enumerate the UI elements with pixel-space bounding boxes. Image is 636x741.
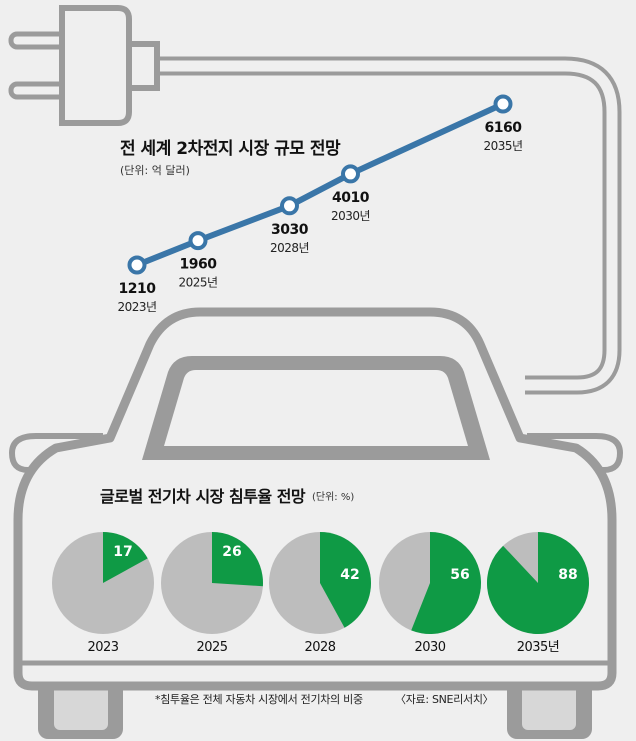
pie-value-label: 26 <box>222 544 241 560</box>
pie-year-label: 2023 <box>87 640 118 655</box>
source-label: 〈자료: SNE리서치〉 <box>395 693 494 706</box>
pie-year-label: 2030 <box>414 640 445 655</box>
line-year-label: 2023년 <box>117 300 156 314</box>
line-chart-unit: (단위: 억 달러) <box>120 164 190 177</box>
pie-slice <box>103 532 148 583</box>
pie-chart-unit: (단위: %) <box>312 492 355 503</box>
line-year-label: 2028년 <box>270 241 309 255</box>
line-value-label: 4010 <box>332 190 370 206</box>
line-point <box>127 255 147 275</box>
pie-slice <box>320 532 372 628</box>
line-value-label: 6160 <box>485 120 523 136</box>
pie-slice <box>212 532 263 587</box>
line-point <box>493 94 513 114</box>
power-cable-inner <box>160 60 618 391</box>
line-point <box>188 231 208 251</box>
pie-year-label: 2035년 <box>517 640 560 655</box>
line-value-label: 3030 <box>271 222 309 238</box>
ev-penetration-pie-charts: 17 2023 26 2025 42 2028 56 2030 88 2035년 <box>52 532 590 655</box>
pie-slice <box>411 532 482 634</box>
market-size-line-chart: 1210 2023년 1960 2025년 3030 2028년 4010 2030년 6160… <box>117 94 523 314</box>
line-chart-title: 전 세계 2차전지 시장 규모 전망 <box>120 139 341 159</box>
line-year-label: 2030년 <box>331 209 370 223</box>
line-value-label: 1960 <box>180 257 218 273</box>
pie-slice <box>487 532 590 634</box>
pie-value-label: 42 <box>340 567 359 583</box>
pie-year-label: 2025 <box>196 640 227 655</box>
line-year-label: 2025년 <box>178 276 217 290</box>
line-point <box>341 164 360 184</box>
pie-chart-title: 글로벌 전기차 시장 침투율 전망 <box>100 487 306 506</box>
pie-value-label: 56 <box>450 567 469 583</box>
line-point <box>280 196 299 216</box>
line-value-label: 1210 <box>119 281 157 297</box>
plug-icon <box>8 5 160 126</box>
pie-value-label: 88 <box>558 567 577 583</box>
pie-year-label: 2028 <box>304 640 335 655</box>
footnote: *침투율은 전체 자동차 시장에서 전기차의 비중 <box>155 693 363 706</box>
line-year-label: 2035년 <box>483 139 522 153</box>
pie-value-label: 17 <box>113 544 132 560</box>
